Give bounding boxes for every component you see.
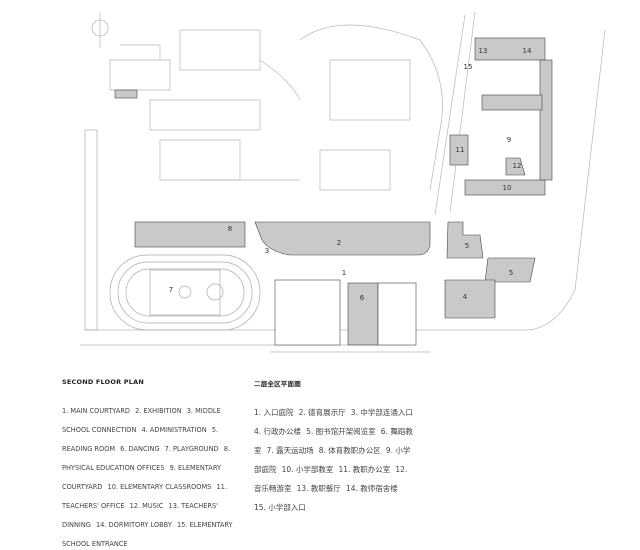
building-exhibition — [254, 221, 431, 256]
room-label: 3 — [265, 247, 269, 255]
room-label: 11 — [456, 146, 465, 154]
legend-item: 4. 行政办公楼 — [254, 427, 302, 436]
building-hall-right — [377, 282, 417, 346]
room-label: 9 — [507, 136, 511, 144]
legend-item: 10. ELEMENTARY CLASSROOMS — [107, 483, 212, 491]
building-east-wing — [539, 59, 553, 181]
building-dancing — [347, 282, 379, 346]
room-label: 13 — [479, 47, 488, 55]
building-pe-offices — [134, 221, 246, 248]
building-teachers-office — [449, 134, 469, 166]
running-track — [84, 129, 261, 331]
legend-item: 4. ADMINISTRATION — [141, 426, 207, 434]
buildings — [114, 37, 553, 346]
room-label: 5 — [465, 242, 469, 250]
legend-item: 8. PHYSICAL EDUCATION OFFICES — [62, 445, 230, 472]
legend-item: 2. 德育展示厅 — [298, 408, 346, 417]
legend-item: 6. DANCING — [120, 445, 160, 453]
building-music — [505, 157, 526, 176]
building-hall-left — [274, 279, 341, 346]
legend-item: 5. READING ROOM — [62, 426, 219, 453]
room-label: 4 — [463, 293, 468, 301]
legend-item: 6. 舞蹈教室 — [254, 427, 413, 455]
legend-item: 3. 中学部连通入口 — [350, 408, 413, 417]
legend-chinese: 二层全区平面图 1. 入口庭院 2. 德育展示厅 3. 中学部连通入口 4. 行… — [254, 378, 414, 514]
legend-item: 5. 图书馆开架阅览室 — [306, 427, 376, 436]
building-reading-room-2 — [484, 257, 536, 283]
legend-item: 11. 教职办公室 — [338, 465, 391, 474]
room-label: 2 — [337, 239, 341, 247]
legend-item: 15. 小学部入口 — [254, 503, 306, 512]
building-administration — [444, 279, 496, 319]
legend-item: 7. PLAYGROUND — [164, 445, 219, 453]
north-arrow-icon — [91, 12, 109, 48]
legend-item: 10. 小学部教室 — [281, 465, 334, 474]
legend-item: 14. 教师宿舍楼 — [346, 484, 398, 493]
legend-item: 9. 小学部庭院 — [254, 446, 411, 474]
legend-item: 1. MAIN COURTYARD — [62, 407, 130, 415]
legend-item: 2. EXHIBITION — [135, 407, 182, 415]
building-reading-room-1 — [446, 221, 484, 259]
legend-item: 3. MIDDLE SCHOOL CONNECTION — [62, 407, 221, 434]
room-label: 15 — [464, 63, 473, 71]
site-context-lines — [80, 11, 606, 353]
room-label: 5 — [509, 269, 513, 277]
legend-item: 1. 入口庭院 — [254, 408, 294, 417]
legend-title: SECOND FLOOR PLAN — [62, 378, 144, 386]
building-classrooms — [464, 179, 546, 196]
legend-item: 7. 露天运动场 — [266, 446, 314, 455]
room-label: 1 — [342, 269, 346, 277]
room-label: 8 — [228, 225, 232, 233]
building-north-classrooms — [481, 94, 543, 111]
legend-english: SECOND FLOOR PLAN 1. MAIN COURTYARD 2. E… — [62, 378, 244, 550]
room-label: 14 — [523, 47, 532, 55]
room-label: 6 — [360, 294, 365, 302]
room-label: 12 — [513, 162, 522, 170]
legend-item: 8. 体育教职办公区 — [318, 446, 381, 455]
legend-item: 13. 教职餐厅 — [296, 484, 341, 493]
legend-item: 12. MUSIC — [129, 502, 164, 510]
legend-item: 14. DORMITORY LOBBY — [95, 521, 172, 529]
room-label: 7 — [169, 286, 173, 294]
building-dining-dormitory — [474, 37, 546, 61]
room-label: 10 — [503, 184, 512, 192]
legend-title-cn: 二层全区平面图 — [254, 380, 301, 388]
